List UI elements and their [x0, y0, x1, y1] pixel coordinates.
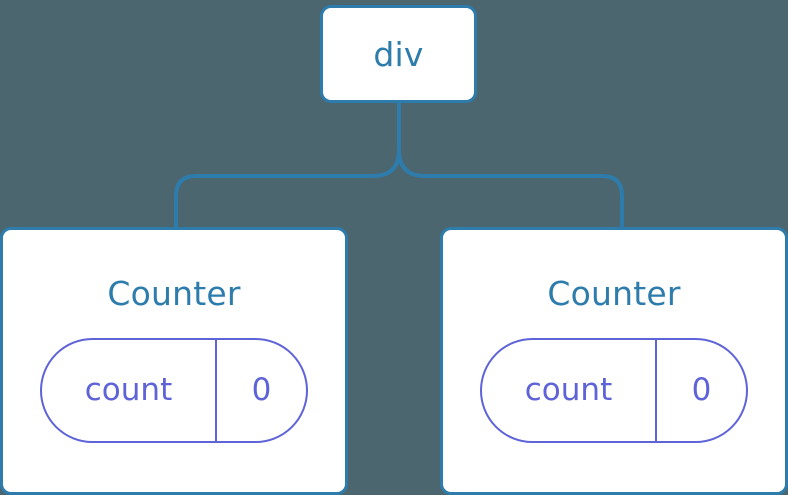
connector-to-left-child	[174, 101, 401, 229]
node-counter-left[interactable]: Counter count 0	[0, 227, 348, 495]
node-div[interactable]: div	[320, 5, 477, 103]
node-counter-right[interactable]: Counter count 0	[440, 227, 788, 495]
connector-to-right-child	[397, 101, 624, 229]
state-pill-left[interactable]: count 0	[40, 338, 308, 443]
state-key-left: count	[42, 340, 217, 441]
state-key-right: count	[482, 340, 657, 441]
state-pill-right[interactable]: count 0	[480, 338, 748, 443]
node-counter-left-label: Counter	[107, 274, 241, 313]
state-value-left: 0	[251, 372, 272, 408]
state-value-right: 0	[691, 372, 712, 408]
node-div-label: div	[373, 34, 424, 74]
node-counter-right-label: Counter	[547, 274, 681, 313]
